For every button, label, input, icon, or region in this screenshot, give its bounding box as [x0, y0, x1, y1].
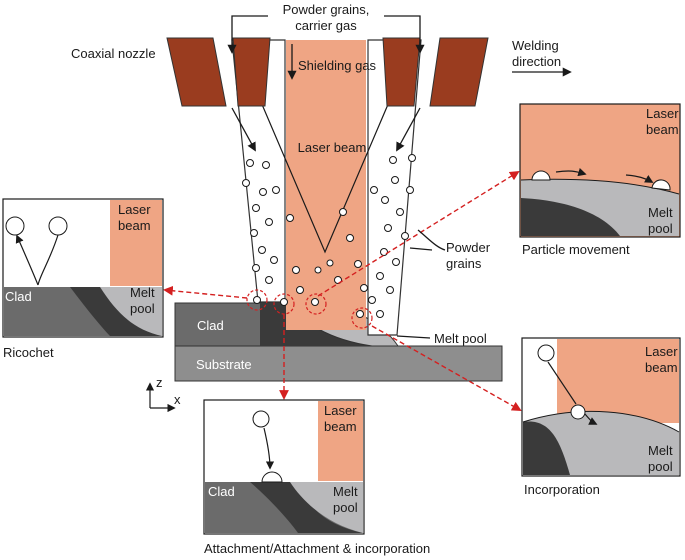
- inc-laser-1: Laser: [645, 344, 678, 359]
- nozzle-block-left: [166, 37, 227, 107]
- powder-grains: [242, 154, 416, 318]
- axis-z-label: z: [156, 375, 163, 390]
- att-clad: Clad: [208, 484, 235, 499]
- laser-beam-label: Laser beam: [298, 140, 367, 155]
- powder-carrier-label-2: carrier gas: [295, 18, 357, 33]
- powder-carrier-label-1: Powder grains,: [283, 2, 370, 17]
- pm-melt-2: pool: [648, 221, 673, 236]
- substrate-block: [174, 345, 503, 382]
- att-caption: Attachment/Attachment & incorporation: [204, 541, 430, 556]
- substrate-label: Substrate: [196, 357, 252, 372]
- laser-beam: [286, 40, 366, 330]
- arrow-to-ricochet: [163, 285, 248, 299]
- welding-direction-label-1: Welding: [512, 38, 559, 53]
- inset-attachment: Laser beam Clad Melt pool Attachment/Att…: [203, 399, 430, 556]
- inset-incorporation: Laser beam Melt pool Incorporation: [521, 337, 681, 497]
- inc-laser-2: beam: [645, 360, 678, 375]
- att-melt-2: pool: [333, 500, 358, 515]
- axes: [145, 382, 176, 413]
- clad-label: Clad: [197, 318, 224, 333]
- inset-ricochet: Laser beam Clad Melt pool Ricochet: [2, 198, 164, 360]
- att-melt-1: Melt: [333, 484, 358, 499]
- ricochet-melt-2: pool: [130, 301, 155, 316]
- pm-laser-1: Laser: [646, 106, 679, 121]
- ricochet-melt-1: Melt: [130, 285, 155, 300]
- clad-block: [174, 302, 266, 347]
- melt-pool-label: Melt pool: [434, 331, 487, 346]
- arrow-to-incorporation: [371, 325, 522, 411]
- powder-cone: [254, 87, 396, 254]
- axis-x-label: x: [174, 392, 181, 407]
- pm-melt-1: Melt: [648, 205, 673, 220]
- pm-laser-2: beam: [646, 122, 679, 137]
- flow-arrows: [227, 15, 572, 339]
- att-laser-2: beam: [324, 419, 357, 434]
- ricochet-laser-2: beam: [118, 218, 151, 233]
- inc-melt-1: Melt: [648, 443, 673, 458]
- ricochet-laser-1: Laser: [118, 202, 151, 217]
- event-sites: [246, 289, 373, 329]
- nozzle-block-right-inner: [382, 37, 421, 107]
- ricochet-clad: Clad: [5, 289, 32, 304]
- coaxial-nozzle-label: Coaxial nozzle: [71, 46, 156, 61]
- inc-melt-2: pool: [648, 459, 673, 474]
- powder-grains-label-1: Powder: [446, 240, 491, 255]
- inc-caption: Incorporation: [524, 482, 600, 497]
- pm-caption: Particle movement: [522, 242, 630, 257]
- shielding-gas-label: Shielding gas: [298, 58, 377, 73]
- ricochet-caption: Ricochet: [3, 345, 54, 360]
- inset-particle-movement: Laser beam Melt pool Particle movement: [519, 103, 681, 257]
- att-laser-1: Laser: [324, 403, 357, 418]
- arrow-to-particle-movement: [317, 170, 520, 297]
- nozzle-block-right: [429, 37, 489, 107]
- callout-arrows: [163, 170, 522, 411]
- powder-grains-label-2: grains: [446, 256, 482, 271]
- nozzle-block-left-inner: [232, 37, 271, 107]
- welding-direction-label-2: direction: [512, 54, 561, 69]
